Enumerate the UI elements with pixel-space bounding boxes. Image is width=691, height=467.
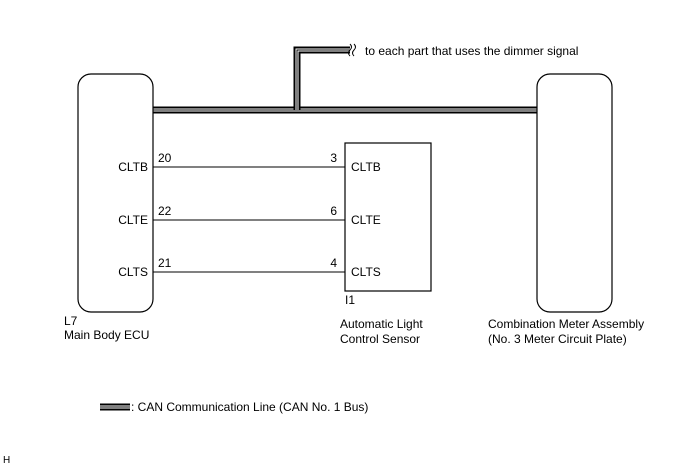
light-sensor-box — [344, 142, 432, 292]
sensor-id: I1 — [345, 293, 355, 307]
ecu-name: Main Body ECU — [64, 328, 149, 342]
bus-break-mark — [348, 43, 356, 57]
sensor-name-line2: Control Sensor — [340, 332, 420, 346]
sensor-pin-number-cltb: 3 — [330, 151, 337, 165]
ecu-pin-label-cltb: CLTB — [118, 160, 148, 174]
sensor-pin-number-clte: 6 — [330, 204, 337, 218]
sensor-pin-label-clte: CLTE — [351, 213, 381, 227]
sensor-pin-label-cltb: CLTB — [351, 160, 381, 174]
footer-mark: H — [3, 455, 10, 466]
legend-text: : CAN Communication Line (CAN No. 1 Bus) — [131, 400, 368, 414]
ecu-pin-number-cltb: 20 — [158, 151, 172, 165]
meter-name-line1: Combination Meter Assembly — [488, 317, 644, 331]
sensor-pin-label-clts: CLTS — [351, 265, 381, 279]
ecu-pin-number-clte: 22 — [158, 204, 172, 218]
combination-meter-box — [536, 73, 613, 313]
main-body-ecu-box — [77, 73, 154, 313]
sensor-pin-number-clts: 4 — [330, 256, 337, 270]
ecu-id: L7 — [64, 314, 78, 328]
ecu-pin-label-clts: CLTS — [118, 265, 148, 279]
ecu-pin-number-clts: 21 — [158, 256, 172, 270]
sensor-name-line1: Automatic Light — [340, 317, 423, 331]
meter-name-line2: (No. 3 Meter Circuit Plate) — [488, 332, 627, 346]
bus-note-text: to each part that uses the dimmer signal — [365, 44, 578, 58]
can-bus-branch — [293, 46, 350, 110]
ecu-pin-label-clte: CLTE — [118, 213, 148, 227]
